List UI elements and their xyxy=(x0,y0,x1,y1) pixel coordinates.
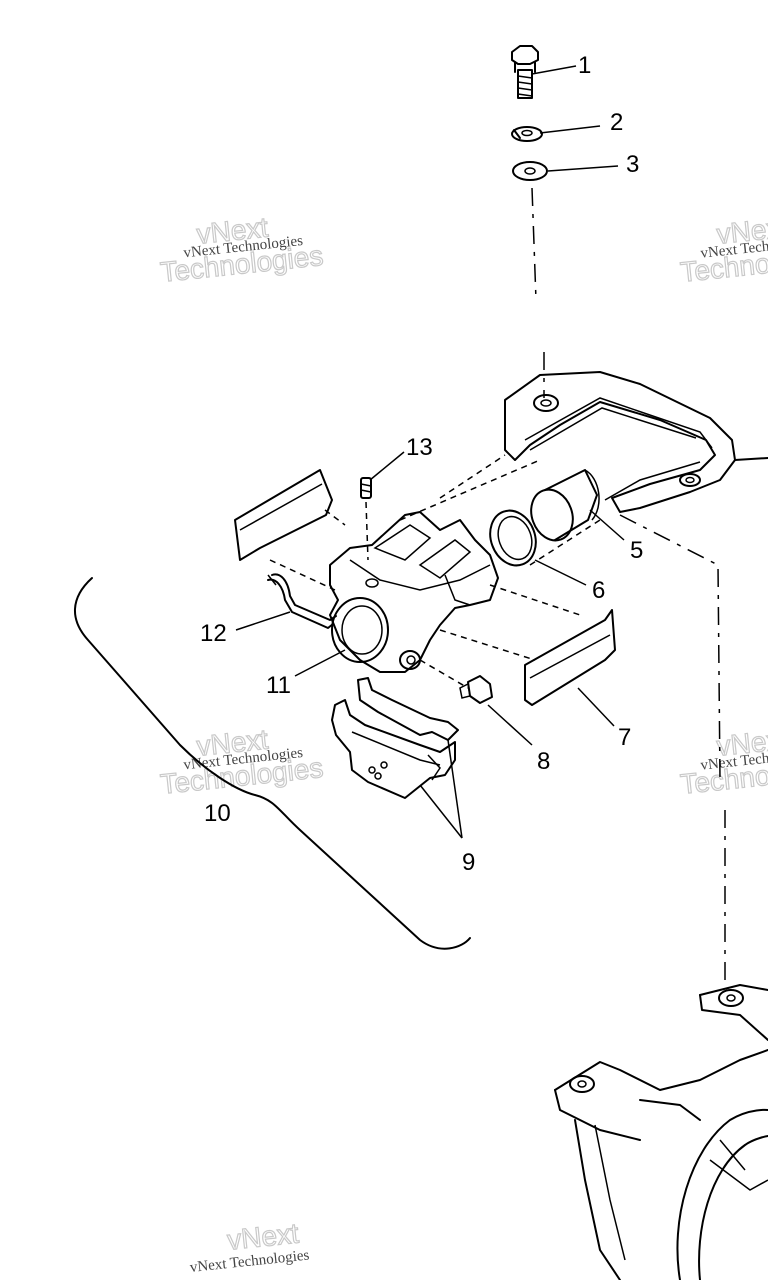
leader-dashed-5 xyxy=(439,629,536,661)
callout-labels: 1 2 3 5 6 7 8 9 10 11 12 13 xyxy=(200,52,643,876)
part-9-brake-pads xyxy=(331,677,459,799)
pad-spring-upper xyxy=(234,469,333,561)
leader-lines xyxy=(235,65,625,839)
leader-dashed-3 xyxy=(324,509,346,526)
watermark-right-middle: vNext Technologies vNext Technologies xyxy=(678,723,768,801)
centerline-screw xyxy=(365,501,369,561)
part-12-brake-line xyxy=(267,573,337,629)
callout-12: 12 xyxy=(200,620,227,647)
leader-dashed-6 xyxy=(489,584,581,616)
caliper-body xyxy=(329,511,499,673)
centerline-bolt xyxy=(531,187,537,301)
callout-5: 5 xyxy=(630,537,643,564)
callout-6: 6 xyxy=(592,577,605,604)
callout-11: 11 xyxy=(266,672,291,699)
part-13-bleeder-screw xyxy=(360,477,372,499)
watermark-bottom: vNext vNext Technologies xyxy=(189,1217,310,1276)
part-7-pad-spring xyxy=(524,609,616,706)
part-5-piston xyxy=(530,469,600,542)
mounting-bracket xyxy=(504,371,768,513)
svg-text:vNext: vNext xyxy=(715,212,768,250)
watermark-left-middle: vNext Technologies vNext Technologies xyxy=(158,723,325,801)
part-3-washer xyxy=(512,161,548,181)
part-2-lock-washer xyxy=(511,126,543,142)
part-1-bolt xyxy=(511,45,539,99)
callout-3: 3 xyxy=(626,151,639,178)
part-8-nut xyxy=(459,675,493,704)
leader-dashed-7 xyxy=(419,659,469,689)
callout-8: 8 xyxy=(537,748,550,775)
part-6-piston-seal xyxy=(489,509,537,567)
leader-dashed-4 xyxy=(269,559,336,591)
leader-dashed-8 xyxy=(529,519,601,566)
leader-dashed-2 xyxy=(399,459,541,521)
svg-text:vNext: vNext xyxy=(715,724,768,762)
callout-10: 10 xyxy=(204,800,231,827)
leader-dashed-1 xyxy=(439,454,506,499)
lower-housing xyxy=(554,984,768,1280)
callout-13: 13 xyxy=(406,434,433,461)
callout-2: 2 xyxy=(610,109,623,136)
part-10-brace-outline xyxy=(74,577,471,950)
callout-7: 7 xyxy=(618,724,631,751)
callout-1: 1 xyxy=(578,52,591,79)
watermark-right-upper: vNext Technologies vNext Technologies xyxy=(678,211,768,289)
watermark-left-upper: vNext Technologies vNext Technologies xyxy=(158,211,325,289)
callout-9: 9 xyxy=(462,849,475,876)
